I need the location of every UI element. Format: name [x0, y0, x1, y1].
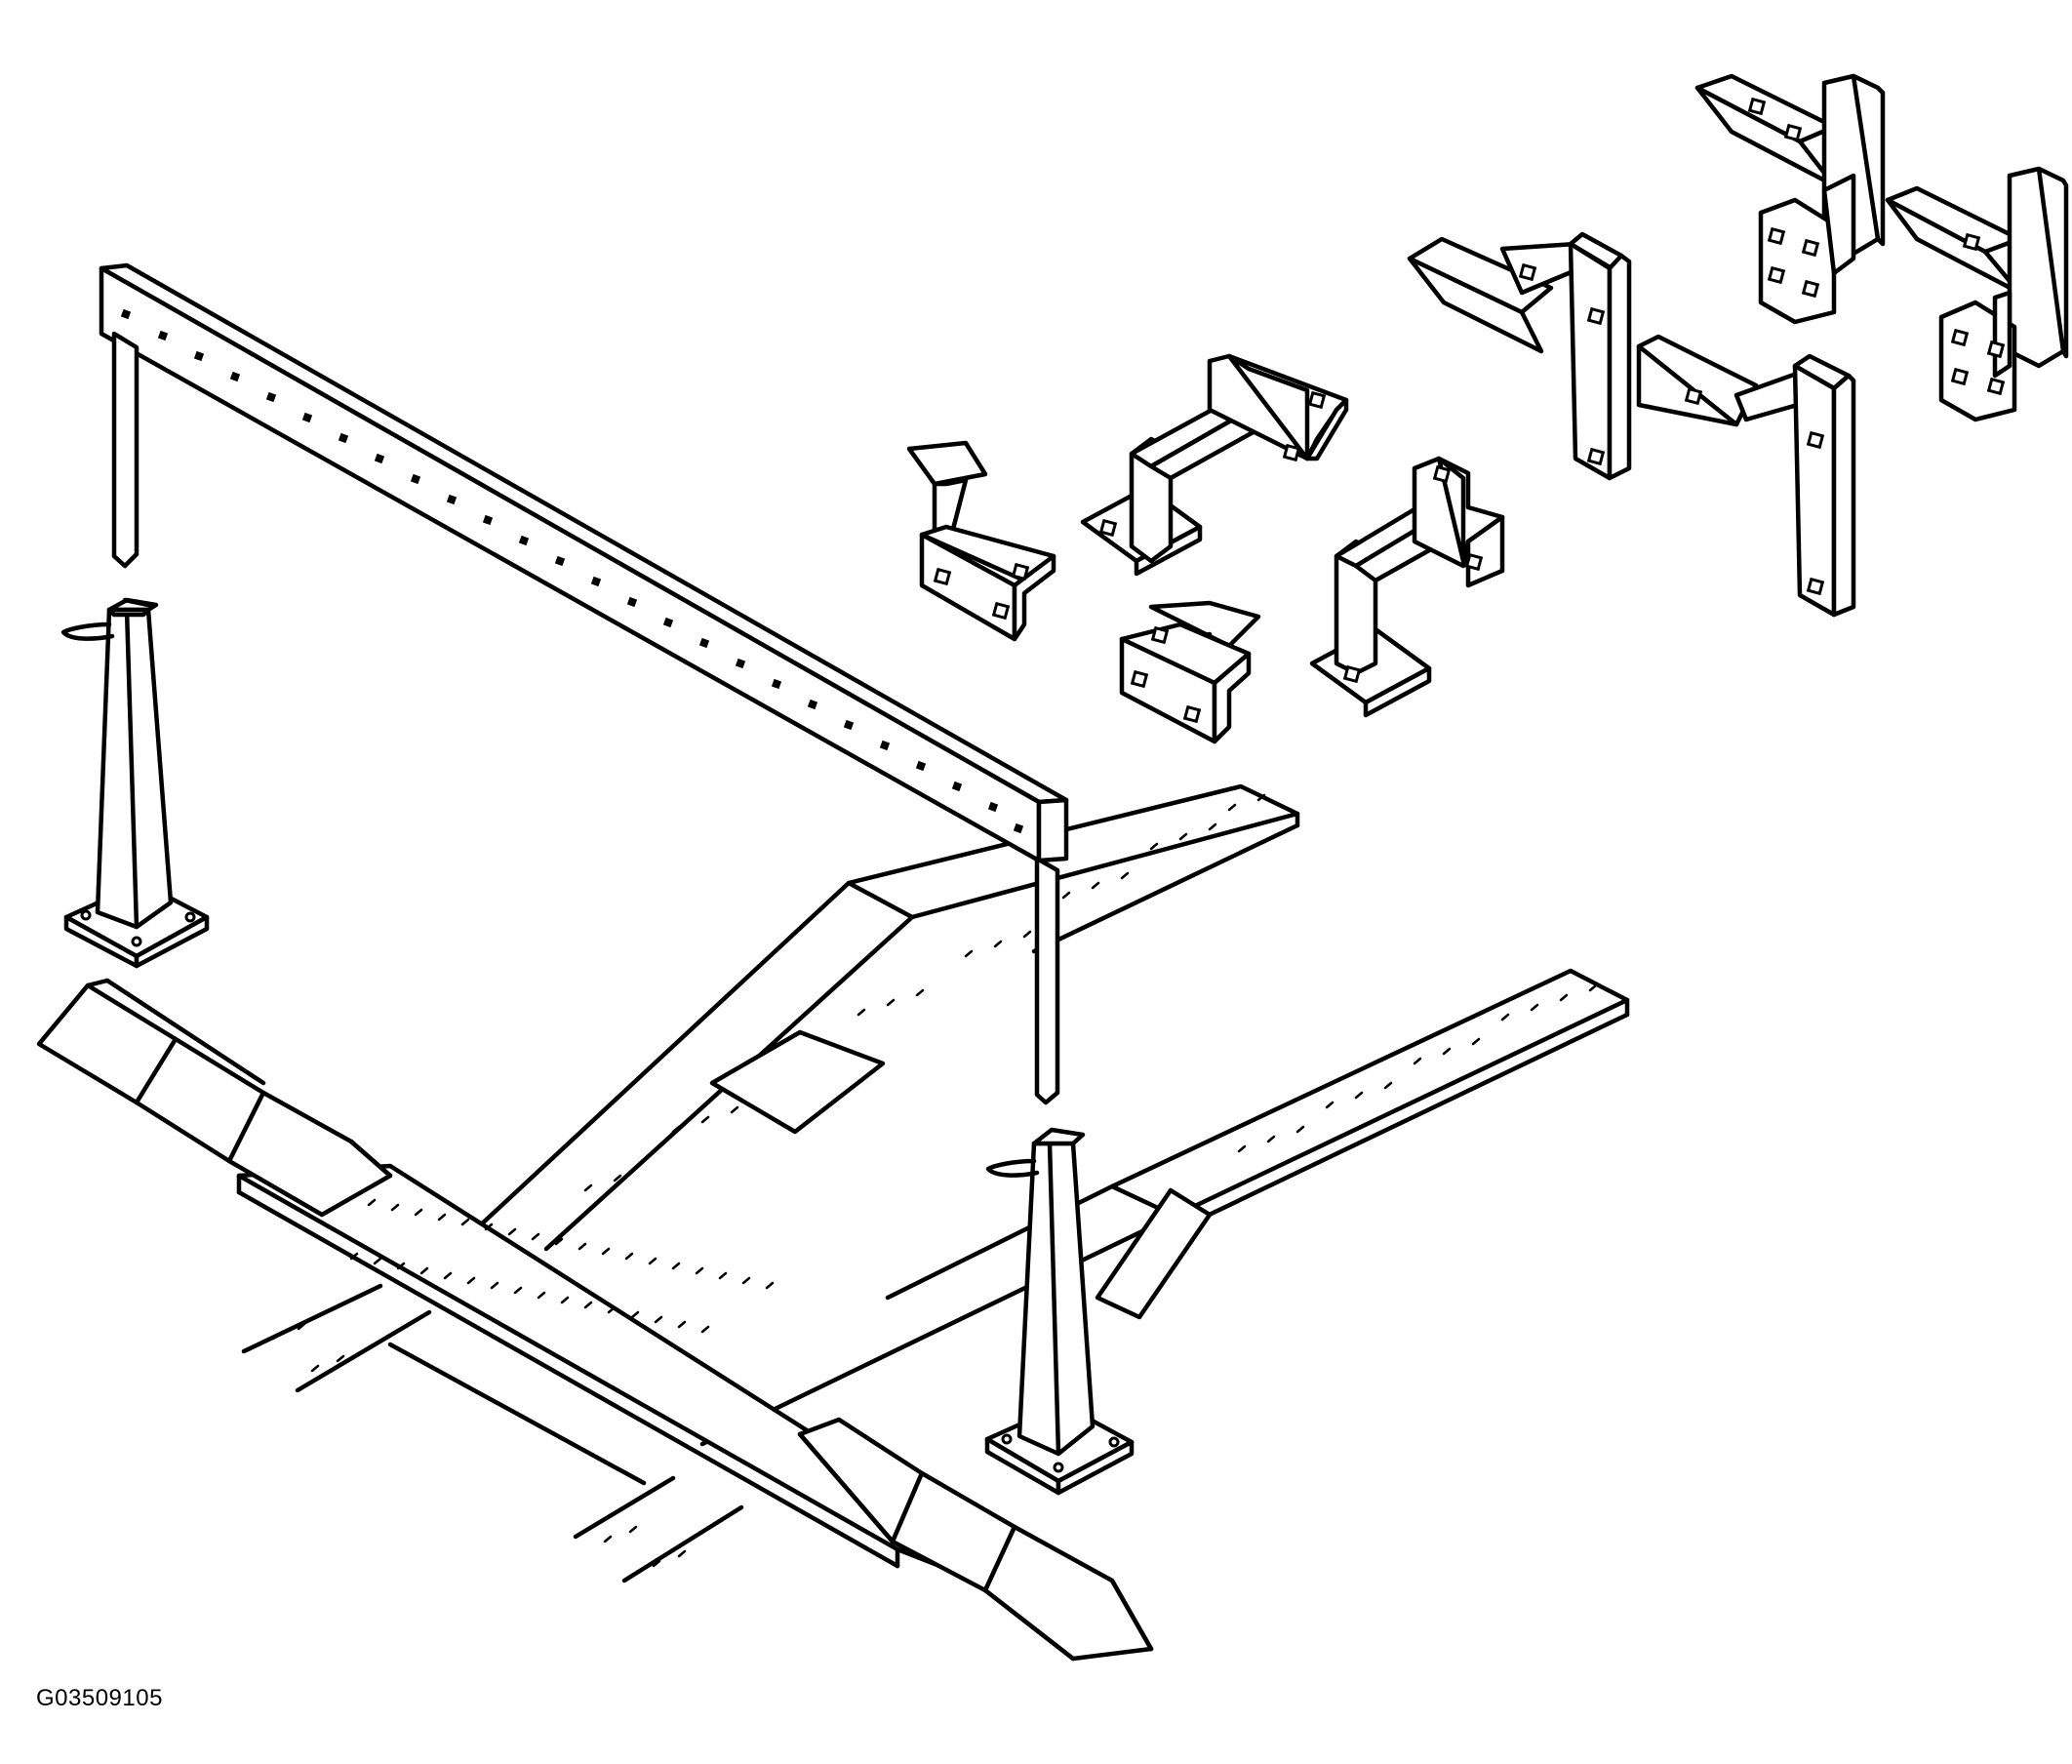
rail-lower	[699, 968, 1630, 1447]
corner-bracket-a	[1694, 73, 1886, 325]
u-bracket-b	[1309, 456, 1505, 718]
small-pad-bracket-a	[906, 440, 1056, 642]
u-bracket-a	[1080, 353, 1349, 577]
small-pad-bracket-b	[1119, 600, 1261, 744]
tall-arm-bracket-a	[1407, 231, 1632, 481]
figure-id-label: G03509105	[36, 1685, 163, 1711]
crossbeam-with-holes	[99, 262, 1069, 1105]
end-blocks-right	[797, 1417, 1154, 1662]
pyramid-stand-right	[984, 1127, 1135, 1496]
end-blocks-left	[36, 978, 393, 1218]
pyramid-stand-left	[60, 597, 210, 969]
corner-bracket-b	[1885, 166, 2069, 422]
tall-arm-bracket-b	[1636, 334, 1856, 618]
rail-upper	[475, 783, 1300, 1252]
